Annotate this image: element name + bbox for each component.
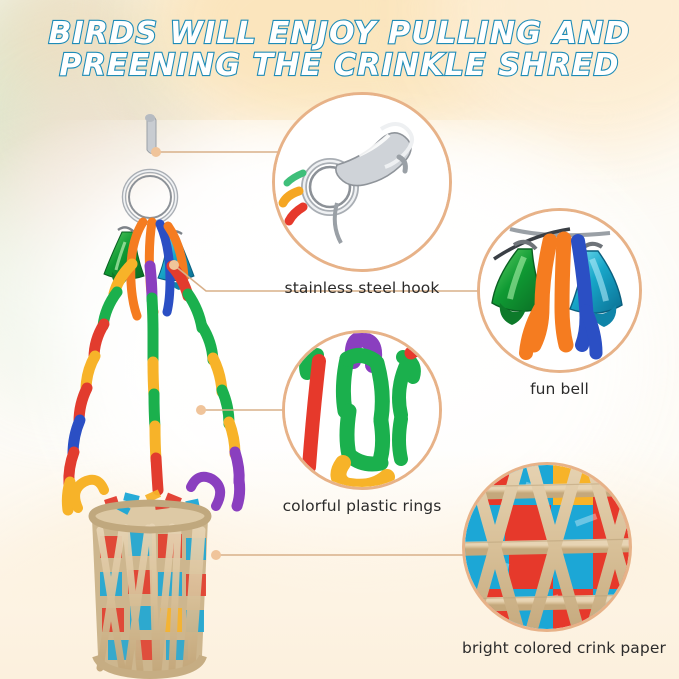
product-chain-links xyxy=(61,258,246,516)
callout-image-fun-bell xyxy=(477,208,642,373)
product-hook xyxy=(145,114,157,171)
callout-colorful-plastic-rings[interactable]: colorful plastic rings xyxy=(282,330,442,515)
headline-line-1: BIRDS WILL ENJOY PULLING AND xyxy=(47,16,631,51)
leader-line-bell xyxy=(173,264,478,292)
leader-dot-rings xyxy=(196,405,206,415)
callout-stainless-steel-hook[interactable]: stainless steel hook xyxy=(272,92,452,297)
product-basket-hangers xyxy=(70,471,226,513)
callout-caption-bright-colored-crink-paper: bright colored crink paper xyxy=(462,639,666,657)
headline-line-2: PREENING THE CRINKLE SHRED xyxy=(58,48,620,84)
callout-caption-fun-bell: fun bell xyxy=(530,380,589,398)
callout-image-colorful-plastic-rings xyxy=(282,330,442,490)
product-bamboo-basket xyxy=(88,489,212,679)
leader-dot-paper xyxy=(211,550,221,560)
leader-dot-hook xyxy=(151,147,161,157)
callout-image-stainless-steel-hook xyxy=(272,92,452,272)
callout-bright-colored-crink-paper[interactable]: bright colored crink paper xyxy=(462,462,666,657)
callout-caption-colorful-plastic-rings: colorful plastic rings xyxy=(282,497,442,515)
callout-image-bright-colored-crink-paper xyxy=(462,462,632,632)
leader-dot-bell xyxy=(169,260,179,270)
callout-fun-bell[interactable]: fun bell xyxy=(477,208,642,398)
headline: BIRDS WILL ENJOY PULLING AND PREENING TH… xyxy=(0,16,679,84)
callout-caption-stainless-steel-hook: stainless steel hook xyxy=(284,279,440,297)
